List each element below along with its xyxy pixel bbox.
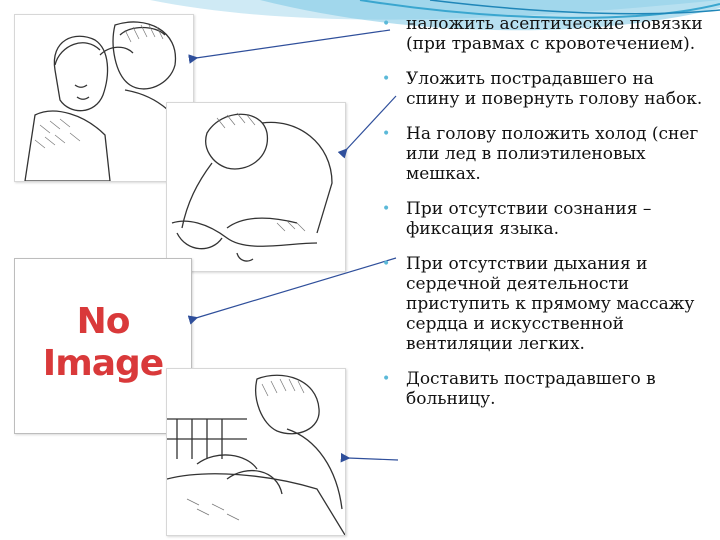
list-item: • Уложить пострадавшего на спину и повер… bbox=[380, 69, 710, 109]
placeholder-line2: Image bbox=[42, 343, 164, 384]
arrow-4 bbox=[340, 452, 399, 463]
list-item-text: Доставить пострадавшего в больницу. bbox=[406, 369, 656, 409]
child-in-bed-illustration bbox=[167, 374, 345, 535]
bullet-icon: • bbox=[382, 71, 391, 87]
child-head-bandage-illustration bbox=[24, 21, 193, 181]
list-item: • При отсутствии сознания – фиксация язы… bbox=[380, 199, 710, 239]
illustration-in-bed bbox=[166, 368, 346, 536]
no-image-placeholder: No Image bbox=[14, 258, 192, 434]
list-item: • При отсутствии дыхания и сердечной дея… bbox=[380, 254, 710, 354]
list-item: • Доставить пострадавшего в больницу. bbox=[380, 369, 710, 409]
bullet-icon: • bbox=[382, 371, 391, 387]
bullet-icon: • bbox=[382, 256, 391, 272]
list-item-text: При отсутствии сознания – фиксация языка… bbox=[406, 199, 652, 239]
illustration-lying-side bbox=[166, 102, 346, 272]
instruction-list: • наложить асептические повязки (при тра… bbox=[380, 14, 710, 424]
list-item-text: наложить асептические повязки (при травм… bbox=[406, 14, 703, 54]
bullet-icon: • bbox=[382, 201, 391, 217]
placeholder-line1: No bbox=[76, 301, 131, 342]
list-item-text: На голову положить холод (снег или лед в… bbox=[406, 124, 699, 184]
illustration-head-bandage bbox=[14, 14, 194, 182]
bullet-icon: • bbox=[382, 126, 391, 142]
list-item: • На голову положить холод (снег или лед… bbox=[380, 124, 710, 184]
header-swoosh-decoration bbox=[150, 0, 720, 31]
list-item: • наложить асептические повязки (при тра… bbox=[380, 14, 710, 54]
list-item-text: Уложить пострадавшего на спину и поверну… bbox=[406, 69, 703, 109]
list-item-text: При отсутствии дыхания и сердечной деяте… bbox=[406, 254, 695, 354]
bullet-icon: • bbox=[382, 16, 391, 32]
child-lying-side-illustration bbox=[171, 112, 333, 262]
